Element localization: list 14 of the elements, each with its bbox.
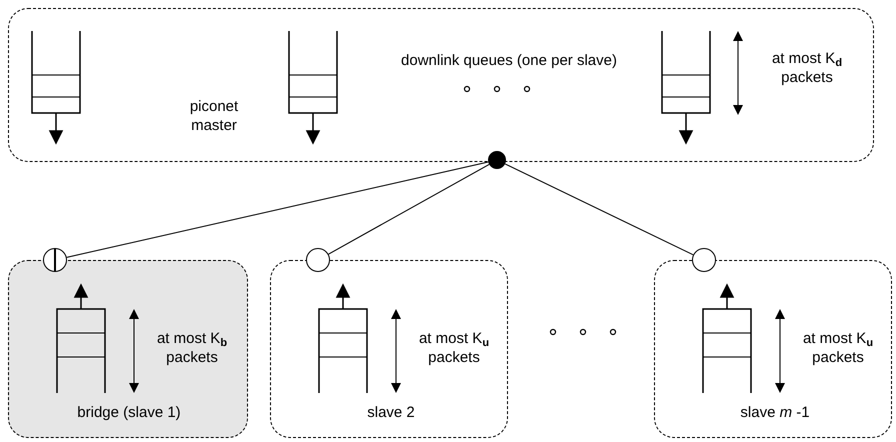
box-label: at most K$_{u}$ packets <box>418 329 490 367</box>
box-label: downlink queues (one per slave) <box>400 51 618 70</box>
dashed-group-box <box>8 8 874 162</box>
box-label: slave m -1 <box>739 403 811 422</box>
dashed-group-box <box>8 260 248 438</box>
box-label: bridge (slave 1) <box>76 403 182 422</box>
connector-line <box>66 161 489 258</box>
connector-line <box>504 163 694 256</box>
box-label: at most K$_{d}$ packets <box>770 49 844 87</box>
box-label: at most K$_{u}$ packets <box>802 329 874 367</box>
box-label: slave 2 <box>366 403 416 422</box>
connector-line <box>328 164 490 255</box>
box-label: at most K$_{b}$ packets <box>156 329 228 367</box>
box-label: piconet master <box>188 97 240 135</box>
